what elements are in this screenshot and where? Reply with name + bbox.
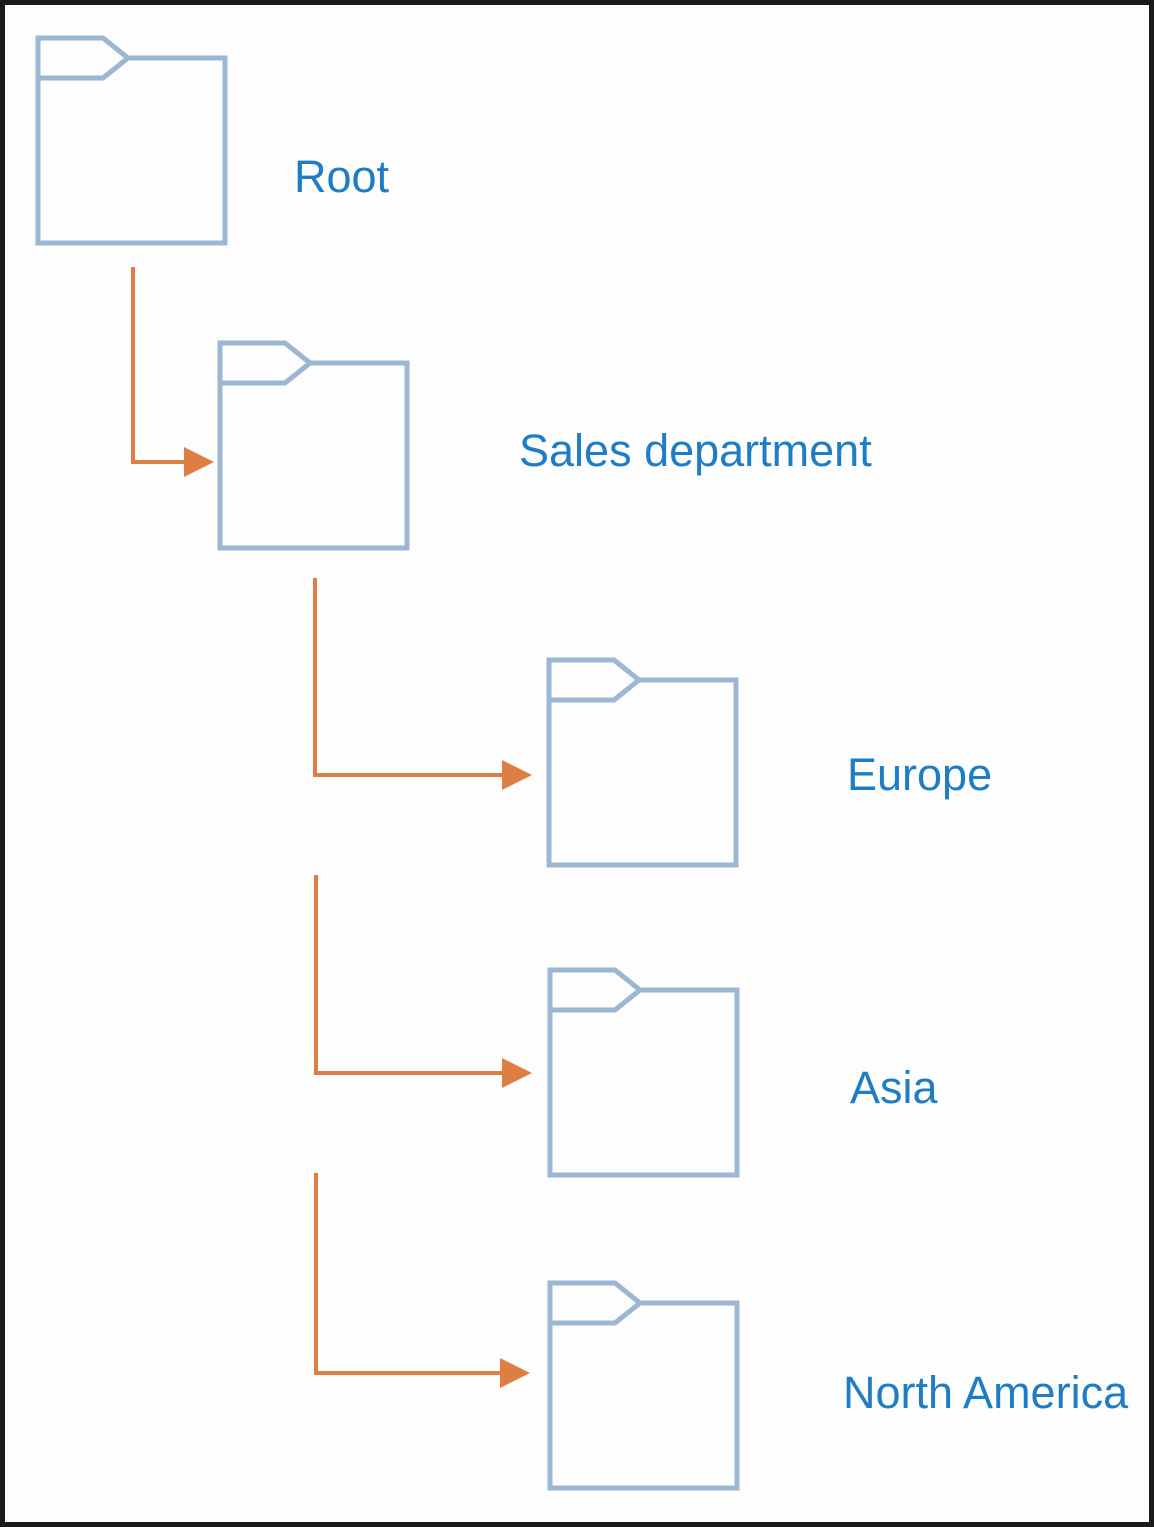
folder-tab-edge	[550, 988, 642, 1013]
arrow-line	[313, 578, 502, 777]
folder-outline	[35, 35, 228, 246]
arrow-root-to-sales-department	[131, 267, 214, 477]
folder-icon-north-america	[547, 1280, 740, 1491]
arrow-line	[131, 267, 184, 464]
arrow-line	[314, 1173, 500, 1375]
folder-icon-sales-department	[217, 340, 410, 551]
edges-layer	[131, 267, 532, 1388]
folder-icon-root	[35, 35, 228, 246]
arrow-sales-department-to-europe	[313, 578, 532, 790]
folder-tab-edge	[550, 1301, 642, 1326]
arrow-head-icon	[502, 1058, 532, 1088]
folder-outline	[546, 657, 739, 868]
node-label-sales-department: Sales department	[519, 425, 872, 476]
arrow-sales-department-to-asia	[314, 875, 532, 1088]
folder-tab-edge	[38, 56, 130, 81]
arrow-head-icon	[500, 1358, 530, 1388]
folder-icon-asia	[547, 967, 740, 1178]
node-label-asia: Asia	[850, 1062, 938, 1113]
node-label-root: Root	[294, 151, 390, 202]
node-label-europe: Europe	[847, 749, 993, 800]
folder-outline	[217, 340, 410, 551]
folder-tab-edge	[220, 361, 312, 386]
folder-hierarchy-diagram	[35, 35, 740, 1491]
arrow-sales-department-to-north-america	[314, 1173, 530, 1388]
nodes-layer	[35, 35, 740, 1491]
folder-tab-edge	[549, 678, 641, 703]
folder-outline	[547, 967, 740, 1178]
arrow-head-icon	[502, 760, 532, 790]
node-label-north-america: North America	[843, 1367, 1129, 1418]
arrow-line	[314, 875, 502, 1075]
folder-outline	[547, 1280, 740, 1491]
folder-icon-europe	[546, 657, 739, 868]
arrow-head-icon	[184, 447, 214, 477]
